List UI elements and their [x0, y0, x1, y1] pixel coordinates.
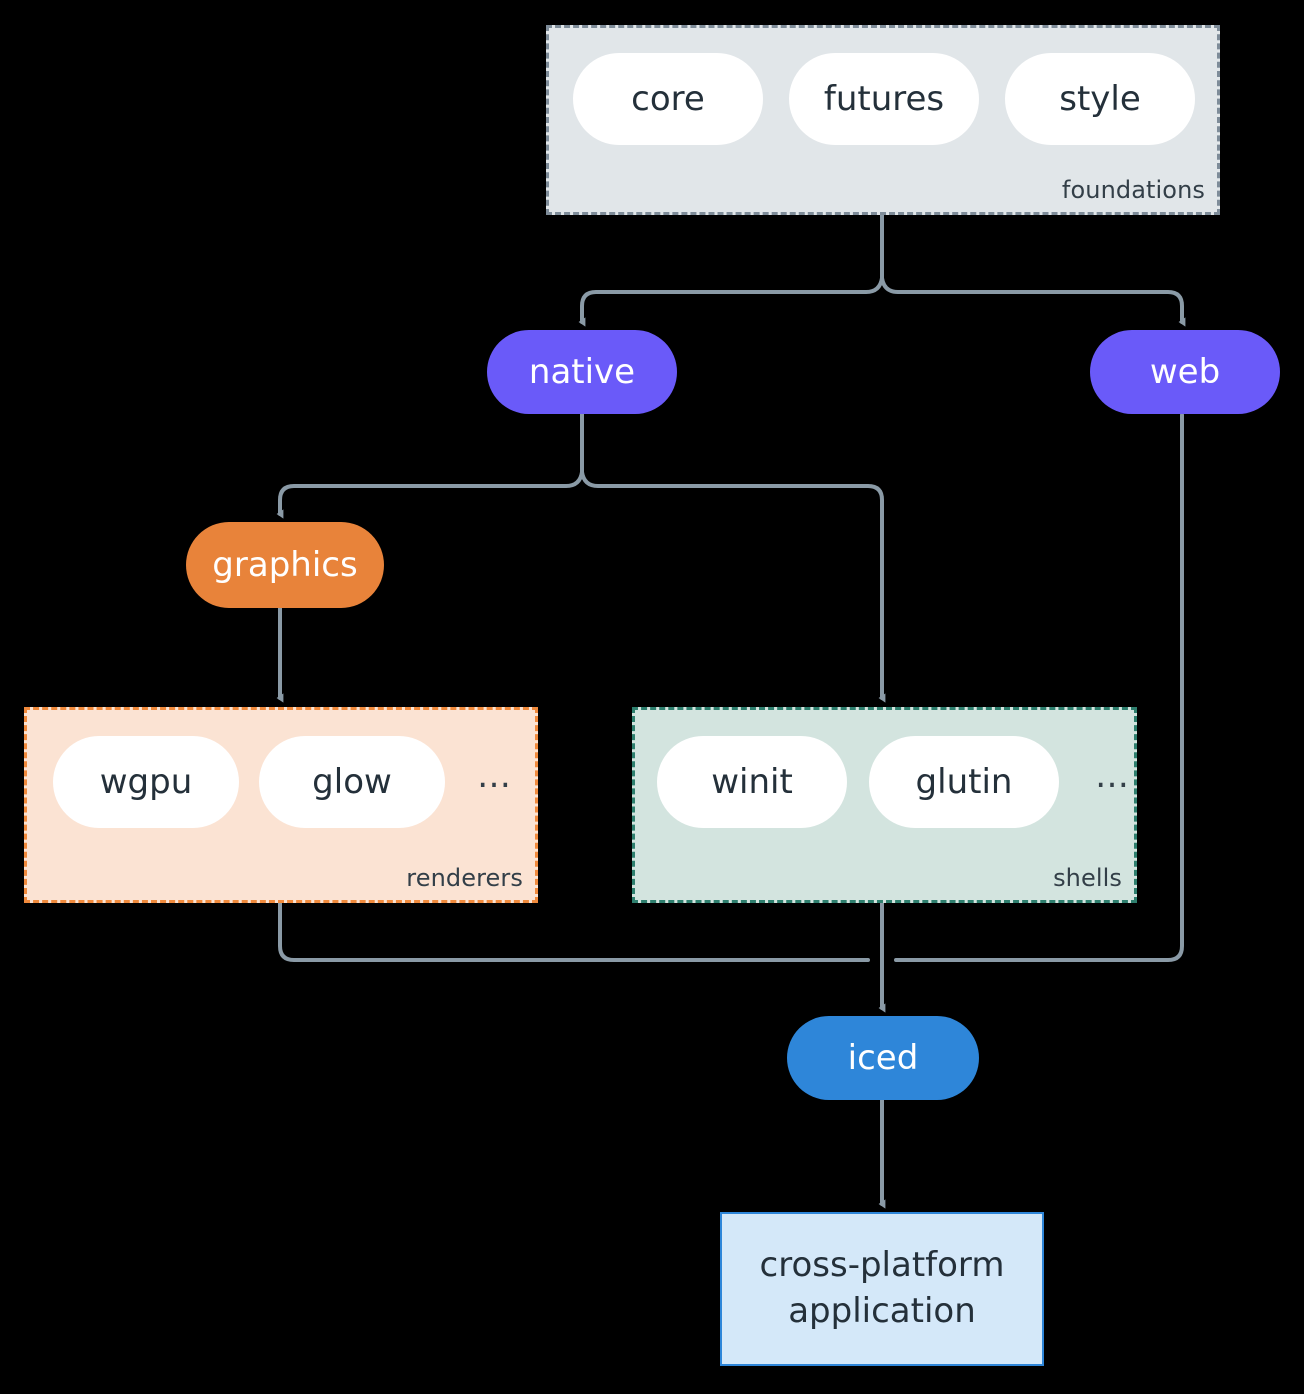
node-web-label: web	[1149, 352, 1221, 392]
pill-glow-label: glow	[312, 762, 392, 802]
pill-glutin[interactable]: glutin	[869, 736, 1059, 828]
group-shells-label: shells	[1053, 864, 1122, 892]
terminal-line-2: application	[788, 1291, 976, 1331]
shells-more-ellipsis: …	[1095, 756, 1129, 796]
pill-style[interactable]: style	[1005, 53, 1195, 145]
pill-core[interactable]: core	[573, 53, 763, 145]
pill-glow[interactable]: glow	[259, 736, 445, 828]
edge-renderers-to-merge	[278, 901, 870, 962]
pill-core-label: core	[631, 79, 705, 119]
renderers-more-ellipsis: …	[477, 756, 511, 796]
shells-pill-row: winit glutin …	[657, 736, 1129, 828]
node-iced-label: iced	[847, 1038, 919, 1078]
node-iced[interactable]: iced	[787, 1016, 979, 1100]
pill-winit-label: winit	[711, 762, 793, 802]
edge-native-to-graphics	[276, 470, 584, 519]
pill-futures[interactable]: futures	[789, 53, 979, 145]
group-renderers: wgpu glow … renderers	[24, 707, 538, 903]
node-graphics[interactable]: graphics	[186, 522, 384, 608]
edge-foundations-to-native	[578, 276, 884, 327]
node-native[interactable]: native	[487, 330, 677, 414]
node-native-label: native	[528, 352, 636, 392]
renderers-pill-row: wgpu glow …	[53, 736, 511, 828]
group-renderers-label: renderers	[406, 864, 523, 892]
node-cross-platform-application[interactable]: cross-platform application	[720, 1212, 1044, 1366]
pill-futures-label: futures	[823, 79, 945, 119]
pill-winit[interactable]: winit	[657, 736, 847, 828]
pill-style-label: style	[1059, 79, 1141, 119]
pill-wgpu[interactable]: wgpu	[53, 736, 239, 828]
node-web[interactable]: web	[1090, 330, 1280, 414]
group-foundations: core futures style foundations	[546, 25, 1220, 215]
group-foundations-label: foundations	[1061, 176, 1205, 204]
pill-glutin-label: glutin	[915, 762, 1013, 802]
terminal-line-1: cross-platform	[759, 1245, 1005, 1286]
foundations-pill-row: core futures style	[573, 53, 1195, 145]
edge-native-to-shells	[580, 470, 886, 703]
edge-foundations-to-web	[880, 276, 1186, 327]
group-shells: winit glutin … shells	[632, 707, 1137, 903]
node-graphics-label: graphics	[212, 545, 358, 585]
pill-wgpu-label: wgpu	[99, 762, 193, 802]
